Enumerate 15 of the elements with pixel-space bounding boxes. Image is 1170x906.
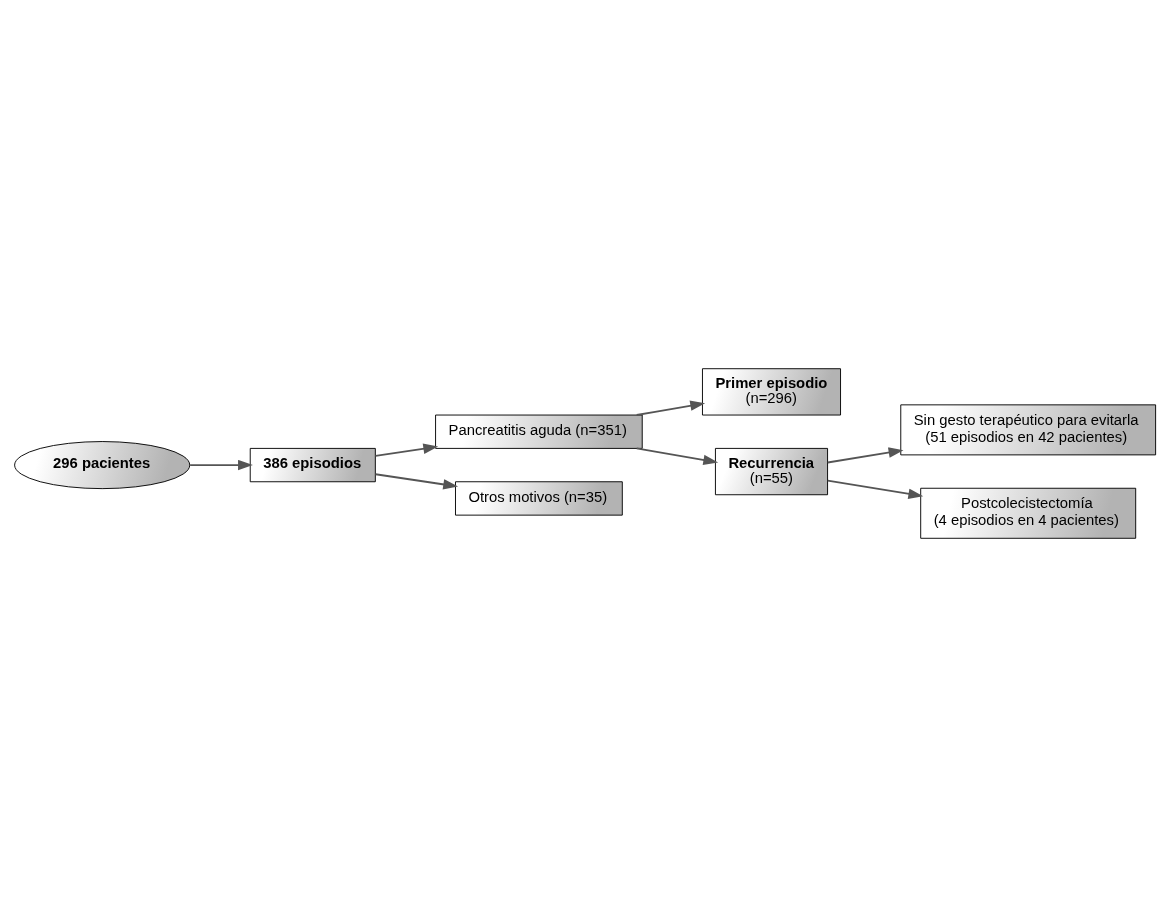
node-box: Sin gesto terapéutico para evitarla (51 episodios en 42 pacientes) xyxy=(900,403,1157,455)
arrow xyxy=(635,447,719,465)
node-box: Recurrencia (n=55) xyxy=(714,447,829,495)
arrow xyxy=(374,443,439,457)
node-box: Otros motivos (n=35) xyxy=(455,480,623,516)
node-box: Primer episodio (n=296) xyxy=(702,367,841,415)
node-ellipse: 296 pacientes xyxy=(14,440,191,489)
arrow xyxy=(826,446,904,463)
arrow xyxy=(189,459,253,470)
node-box: 386 episodios xyxy=(249,447,376,482)
arrow xyxy=(374,472,459,489)
node-box: Pancreatitis aguda (n=351) xyxy=(435,414,643,449)
arrow xyxy=(635,400,706,416)
arrow xyxy=(826,479,924,499)
node-box: Postcolecistectomía (4 episodios en 4 pacientes) xyxy=(920,487,1137,539)
